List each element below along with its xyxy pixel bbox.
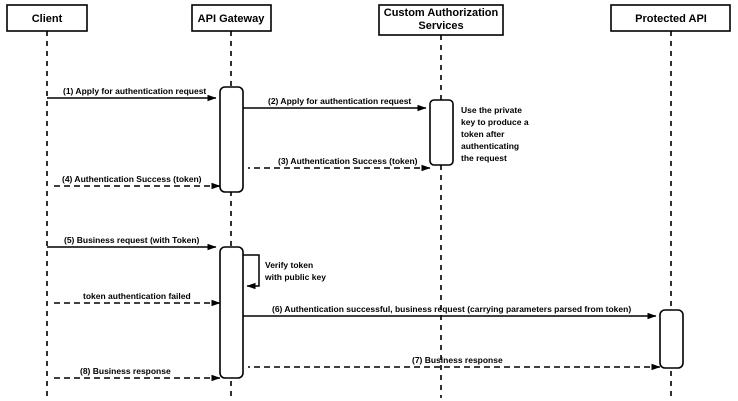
message-6-label: (6) Authentication successful, business … <box>272 304 631 314</box>
participant-authsvc[interactable]: Custom Authorization Services <box>378 4 504 36</box>
message-5: (5) Business request (with Token) <box>47 235 217 251</box>
message-self-verify-token: Verify token with public key <box>243 254 326 290</box>
message-7: (7) Business response <box>248 355 661 371</box>
note-line-2: key to produce a <box>461 117 529 127</box>
message-4: (4) Authentication Success (token) <box>52 174 221 190</box>
message-1-label: (1) Apply for authentication request <box>63 86 206 96</box>
participant-gateway[interactable]: API Gateway <box>191 4 272 32</box>
message-self-label-line1: Verify token <box>265 260 313 270</box>
participant-label-authsvc-line2: Services <box>418 20 463 32</box>
activation-bar-authsvc-1 <box>429 99 454 166</box>
note-line-3: token after <box>461 129 505 139</box>
participant-box-api[interactable] <box>610 4 731 32</box>
participant-client[interactable]: Client <box>6 4 88 32</box>
participant-box-authsvc[interactable] <box>378 4 504 36</box>
message-self-label-line2: with public key <box>264 272 326 282</box>
message-1: (1) Apply for authentication request <box>47 86 217 102</box>
participant-box-client[interactable] <box>6 4 88 32</box>
note-private-key: Use the private key to produce a token a… <box>461 105 529 163</box>
message-4-label: (4) Authentication Success (token) <box>62 174 202 184</box>
message-8: (8) Business response <box>52 366 221 382</box>
participant-label-authsvc-line1: Custom Authorization <box>384 7 499 19</box>
participant-api[interactable]: Protected API <box>610 4 731 32</box>
message-3: (3) Authentication Success (token) <box>248 156 431 172</box>
activation-bar-gateway-2 <box>219 246 244 379</box>
message-6: (6) Authentication successful, business … <box>243 304 657 320</box>
activation-bar-gateway-1 <box>219 86 244 193</box>
message-2-label: (2) Apply for authentication request <box>268 96 411 106</box>
message-token-failed-label: token authentication failed <box>83 291 191 301</box>
participant-box-gateway[interactable] <box>191 4 272 32</box>
note-line-4: authenticating <box>461 141 519 151</box>
message-token-auth-failed: token authentication failed <box>52 291 221 307</box>
note-line-5: the request <box>461 153 507 163</box>
message-7-label: (7) Business response <box>412 355 503 365</box>
participant-label-api: Protected API <box>635 13 707 25</box>
message-self-arrow <box>243 254 260 290</box>
participant-label-client: Client <box>32 13 63 25</box>
message-5-label: (5) Business request (with Token) <box>64 235 200 245</box>
note-line-1: Use the private <box>461 105 522 115</box>
message-8-label: (8) Business response <box>80 366 171 376</box>
activation-bar-api-1 <box>659 309 684 369</box>
message-3-label: (3) Authentication Success (token) <box>278 156 418 166</box>
participant-label-gateway: API Gateway <box>198 13 266 25</box>
message-2: (2) Apply for authentication request <box>243 96 427 112</box>
